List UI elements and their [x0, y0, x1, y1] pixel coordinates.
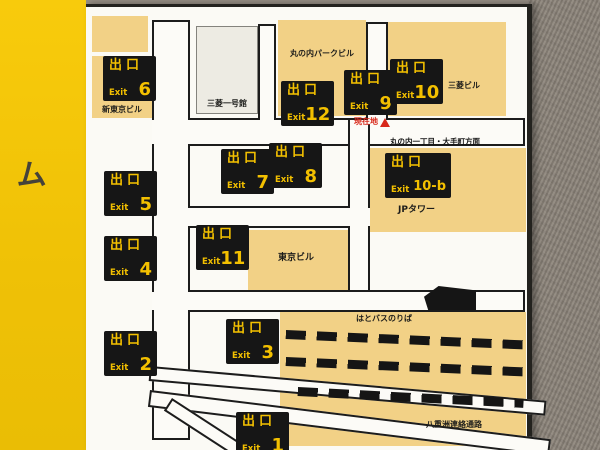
street-gap-north-1: [258, 24, 276, 120]
junction-patch: [368, 118, 386, 124]
wall-background: [528, 0, 600, 450]
direction-label: 丸の内一丁目・大手町方面: [390, 137, 480, 146]
label-marunouchi-park: 丸の内パークビル: [290, 49, 354, 58]
current-location-marker: 現在地: [354, 116, 390, 127]
junction-patch: [350, 120, 368, 146]
junction-patch: [154, 118, 188, 146]
current-location-triangle-icon: [380, 118, 390, 127]
junction-patch: [350, 292, 368, 310]
building-tokyo: [248, 230, 366, 290]
current-location-text: 現在地: [354, 117, 378, 126]
label-mitsubishi-ichigokan: 三菱一号館: [207, 99, 247, 108]
label-jp-tower: JPタワー: [398, 205, 435, 215]
side-strip-partial-text: ム: [15, 157, 48, 194]
building-mitsubishi-ichigokan: [196, 26, 258, 114]
junction-patch: [154, 290, 188, 312]
junction-patch: [154, 208, 190, 226]
junction-patch: [350, 206, 368, 228]
yellow-side-strip: [0, 0, 86, 450]
junction-patch: [260, 118, 274, 124]
building-block-topleft: [92, 16, 148, 52]
label-yaesu-passage: 八重洲連絡通路: [426, 420, 482, 429]
label-mitsubishi: 三菱ビル: [448, 81, 480, 90]
street-east-west-main: [152, 118, 525, 146]
label-hato-bus: はとバスのりば: [356, 314, 412, 323]
label-tokyo-bldg: 東京ビル: [278, 253, 315, 263]
label-shin-tokyo: 新東京ビル: [102, 105, 142, 114]
